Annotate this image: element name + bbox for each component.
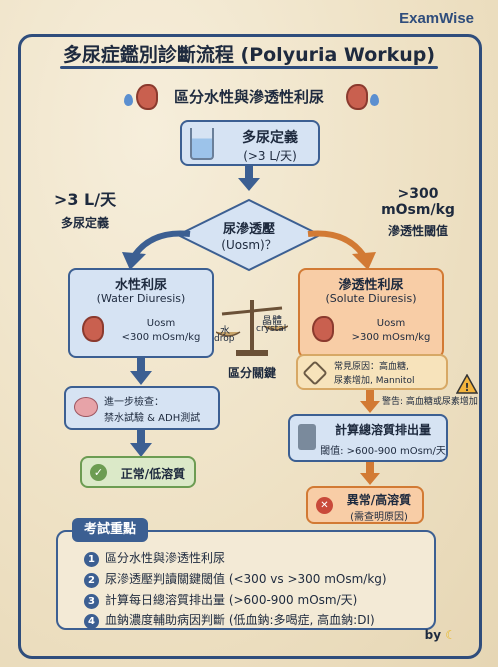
solute-diuresis-subtitle: (Solute Diuresis) (325, 292, 417, 305)
left-note-label: 多尿定義 (60, 216, 109, 230)
error-icon: ✕ (316, 497, 333, 514)
left-branch-arrow (122, 230, 191, 270)
byline-label: by (424, 628, 442, 642)
key-point-text: 計算每日總溶質排出量 (>600-900 mOsm/天) (105, 593, 358, 607)
solute-result-box: ✕ 異常/高溶質 (需查明原因) (306, 486, 424, 524)
water-diuresis-subtitle: (Water Diuresis) (96, 292, 186, 305)
decision-sublabel: (Uosm)？ (221, 238, 277, 252)
key-points-panel (56, 530, 436, 630)
water-uosm-label: Uosm (146, 318, 176, 329)
solute-causes-line2: 尿素增加, Mannitol (334, 376, 415, 386)
kidney-icon (82, 316, 104, 342)
calc-box: 計算總溶質排出量 閾值: >600-900 mOsm/天 (288, 414, 448, 462)
start-box-title: 多尿定義 (242, 130, 298, 146)
warning-icon: ! (456, 374, 478, 394)
solute-uosm-label: Uosm (376, 318, 406, 329)
water-result-box: ✓ 正常/低溶質 (80, 456, 196, 488)
byline: by ☾ (425, 628, 456, 642)
water-drop-icon (124, 94, 133, 106)
banana-icon: ☾ (445, 628, 456, 642)
left-note-value: >3 L/天 (53, 190, 117, 209)
solute-causes-box: 常見原因：高血糖, 尿素增加, Mannitol (296, 354, 448, 390)
water-test-detail: 禁水試驗 & ADH測試 (104, 413, 201, 424)
water-diuresis-box: 水性利尿 (Water Diuresis) Uosm <300 mOsm/kg (68, 268, 214, 358)
check-icon: ✓ (90, 464, 107, 481)
scale-left-en: drop (214, 334, 235, 344)
key-point-number: 2 (84, 573, 99, 588)
page-title: 多尿症鑑別診斷流程 (Polyuria Workup) (62, 44, 436, 66)
key-point-number: 1 (84, 552, 99, 567)
right-note-value: >300 mOsm/kg (381, 186, 455, 218)
down-arrow (238, 166, 260, 191)
balance-scale-icon (216, 300, 288, 356)
key-point-text: 區分水性與滲透性利尿 (105, 551, 226, 565)
solute-uosm-value: >300 mOsm/kg (351, 332, 431, 343)
water-diuresis-title: 水性利尿 (114, 278, 167, 293)
water-down-arrow (130, 358, 152, 385)
start-box-value: (>3 L/天) (243, 149, 297, 163)
water-result-label: 正常/低溶質 (120, 467, 186, 481)
solute-down-arrow (360, 390, 380, 413)
right-threshold-note: >300 mOsm/kg 滲透性閾值 (362, 186, 474, 239)
key-point-item: 1 區分水性與滲透性利尿 (84, 549, 225, 567)
solute-diuresis-title: 滲透性利尿 (338, 278, 404, 293)
water-test-box: 進一步檢查： 禁水試驗 & ADH測試 (64, 386, 220, 430)
solute-result-note: (需查明原因) (350, 512, 408, 523)
solute-diuresis-box: 滲透性利尿 (Solute Diuresis) Uosm >300 mOsm/k… (298, 268, 444, 358)
brain-icon (74, 397, 98, 417)
scale-right-en: crystal (256, 324, 287, 334)
water-uosm-value: <300 mOsm/kg (121, 332, 201, 343)
kidney-icon (312, 316, 334, 342)
key-point-item: 3 計算每日總溶質排出量 (>600-900 mOsm/天) (84, 591, 357, 609)
key-point-text: 尿滲透壓判讀關鍵閾值 (<300 vs >300 mOsm/kg) (105, 572, 387, 586)
water-test-heading: 進一步檢查： (104, 397, 164, 408)
kidney-icon (346, 84, 368, 110)
molecule-icon (302, 360, 328, 386)
solute-causes-line1: 常見原因：高血糖, (334, 362, 409, 372)
scale-left-cn: 水 (220, 326, 230, 337)
key-points-title: 考試重點 (72, 518, 149, 542)
key-point-item: 4 血鈉濃度輔助病因判斷 (低血鈉:多喝症, 高血鈉:DI) (84, 611, 375, 629)
page-frame (18, 34, 482, 659)
calculator-icon (298, 424, 316, 450)
svg-text:!: ! (464, 381, 469, 394)
solute-result-label: 異常/高溶質 (346, 493, 412, 507)
beaker-icon (190, 128, 214, 160)
warning-note: 警告: 高血糖或尿素增加 (382, 397, 478, 407)
calc-down-arrow (360, 462, 380, 485)
key-point-number: 3 (84, 594, 99, 609)
key-point-number: 4 (84, 614, 99, 629)
right-branch-arrow (307, 230, 376, 270)
water-drop-icon (370, 94, 379, 106)
left-threshold-note: >3 L/天 多尿定義 (40, 186, 130, 231)
right-note-label: 滲透性閾值 (387, 224, 448, 238)
water-result-arrow (130, 430, 152, 457)
kidney-icon (136, 84, 158, 110)
brand-logo: ExamWise (399, 10, 474, 27)
key-point-item: 2 尿滲透壓判讀關鍵閾值 (<300 vs >300 mOsm/kg) (84, 570, 387, 588)
calc-threshold: 閾值: >600-900 mOsm/天 (320, 446, 446, 457)
scale-caption: 區分關鍵 (227, 366, 276, 380)
decision-diamond (176, 198, 322, 272)
start-box: 多尿定義 (>3 L/天) (180, 120, 320, 166)
scale-right-cn: 晶體 (262, 316, 282, 327)
calc-title: 計算總溶質排出量 (334, 423, 431, 437)
page-subtitle: 區分水性與滲透性利尿 (173, 88, 324, 106)
title-underline (60, 66, 438, 69)
decision-label: 尿滲透壓 (222, 222, 275, 237)
key-point-text: 血鈉濃度輔助病因判斷 (低血鈉:多喝症, 高血鈉:DI) (105, 613, 375, 627)
